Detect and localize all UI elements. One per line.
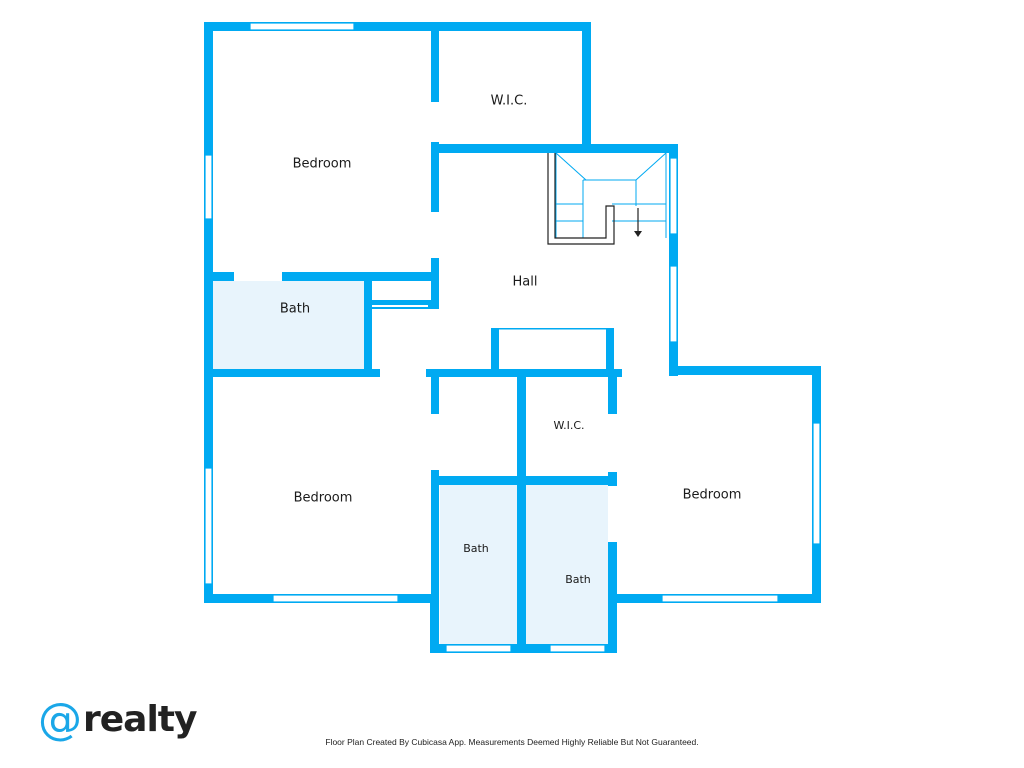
window-bottom-left [272,594,399,603]
wall-top-left [204,22,591,31]
window-right-outer [812,422,821,545]
bath-mid-right-fill [526,484,608,644]
brand-logo-at: @ [38,694,82,745]
room-label-bath-mid-left: Bath [463,542,489,555]
brand-logo: @realty [38,694,197,746]
window-stair-right [669,157,678,235]
opening-bed-bl [431,414,439,470]
room-label-bedroom-top: Bedroom [293,157,352,172]
room-label-bath-left: Bath [280,302,310,317]
bath-fills [213,281,608,644]
window-left-upper [204,154,213,220]
opening-bed-top [431,212,439,258]
staircase [547,152,667,245]
wall-hall-left-stub [431,259,439,309]
wall-mid-horizontal-left [204,369,380,377]
wall-closet-divider [517,369,526,653]
wall-wic-bottom [431,144,591,153]
opening-closet [372,305,428,307]
room-label-wic-mid: W.I.C. [553,419,584,432]
footer-disclaimer: Floor Plan Created By Cubicasa App. Meas… [325,737,699,747]
wall-left-outer [204,22,213,603]
opening-wic-top [431,102,439,142]
brand-logo-word: realty [83,699,197,740]
bath-left-fill [213,281,364,369]
room-label-wic-top: W.I.C. [491,94,528,109]
room-label-bath-mid-right: Bath [565,573,591,586]
wall-bath-left-right [364,272,372,377]
window-bottom-right [661,594,779,603]
wall-bed-bl-right [431,369,439,653]
wall-right-step [669,366,821,375]
wall-top-right-drop [582,22,591,153]
windows [204,22,821,653]
wall-hall-niche-left [491,328,499,377]
room-label-hall: Hall [513,275,538,290]
opening-hall-bottom-left [380,369,426,377]
window-hall-right [669,265,678,343]
opening-wic-mid [608,414,617,472]
stair-arrow [634,231,642,237]
window-bath-ml [445,644,512,653]
window-bath-mr [549,644,606,653]
wall-wic-mid-bottom [431,476,617,485]
room-label-bedroom-bottom-left: Bedroom [294,491,353,506]
opening-bath-left-top [234,272,282,281]
openings [234,102,669,542]
window-left-lower [204,467,213,585]
opening-bath-mr [608,486,617,542]
window-top [249,22,355,31]
wall-hall-niche-right [606,328,614,377]
bath-mid-left-fill [440,484,518,644]
wall-bed-top-bottom [204,272,439,281]
wall-closet-stub [368,300,439,309]
opening-hall-niche [499,330,606,338]
wall-stair-top [582,144,678,153]
opening-hall-right [622,369,669,377]
wall-right-upper [669,144,678,376]
hall-niche-line [499,328,606,330]
room-label-bedroom-right: Bedroom [683,488,742,503]
